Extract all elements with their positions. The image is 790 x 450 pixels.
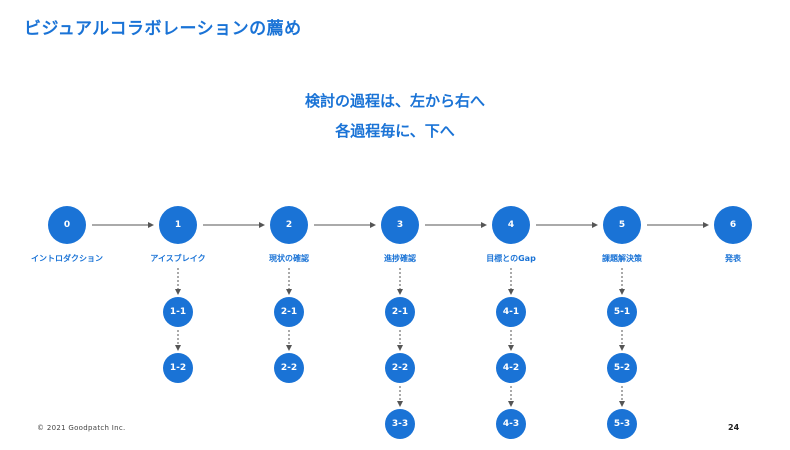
page-number: 24 [728,423,740,432]
subtitle-line-2: 各過程毎に、下へ [335,122,455,140]
stage-label-5: 課題解決策 [602,254,642,263]
stage-label-0: イントロダクション [31,254,103,263]
subtitle-line-1: 検討の過程は、左から右へ [304,92,485,110]
stage-node-0: 0 [48,206,86,244]
sub-node-1-0: 1-1 [163,297,193,327]
stage-label-1: アイスブレイク [150,254,206,263]
stage-label-2: 現状の確認 [269,254,309,263]
stage-node-4: 4 [492,206,530,244]
stage-node-1: 1 [159,206,197,244]
sub-node-5-2: 5-3 [607,409,637,439]
sub-node-4-1: 4-2 [496,353,526,383]
stage-label-3: 進捗確認 [384,254,416,263]
sub-node-5-0: 5-1 [607,297,637,327]
sub-node-2-1: 2-2 [274,353,304,383]
sub-node-1-1: 1-2 [163,353,193,383]
stage-node-2: 2 [270,206,308,244]
stage-node-3: 3 [381,206,419,244]
stage-node-5: 5 [603,206,641,244]
sub-node-4-0: 4-1 [496,297,526,327]
sub-node-3-2: 3-3 [385,409,415,439]
sub-node-4-2: 4-3 [496,409,526,439]
sub-node-2-0: 2-1 [274,297,304,327]
stage-label-6: 発表 [725,254,741,263]
sub-node-5-1: 5-2 [607,353,637,383]
sub-node-3-1: 2-2 [385,353,415,383]
sub-node-3-0: 2-1 [385,297,415,327]
stage-node-6: 6 [714,206,752,244]
slide-title: ビジュアルコラボレーションの薦め [24,19,302,39]
stage-label-4: 目標とのGap [486,254,536,263]
copyright: © 2021 Goodpatch Inc. [37,424,126,432]
